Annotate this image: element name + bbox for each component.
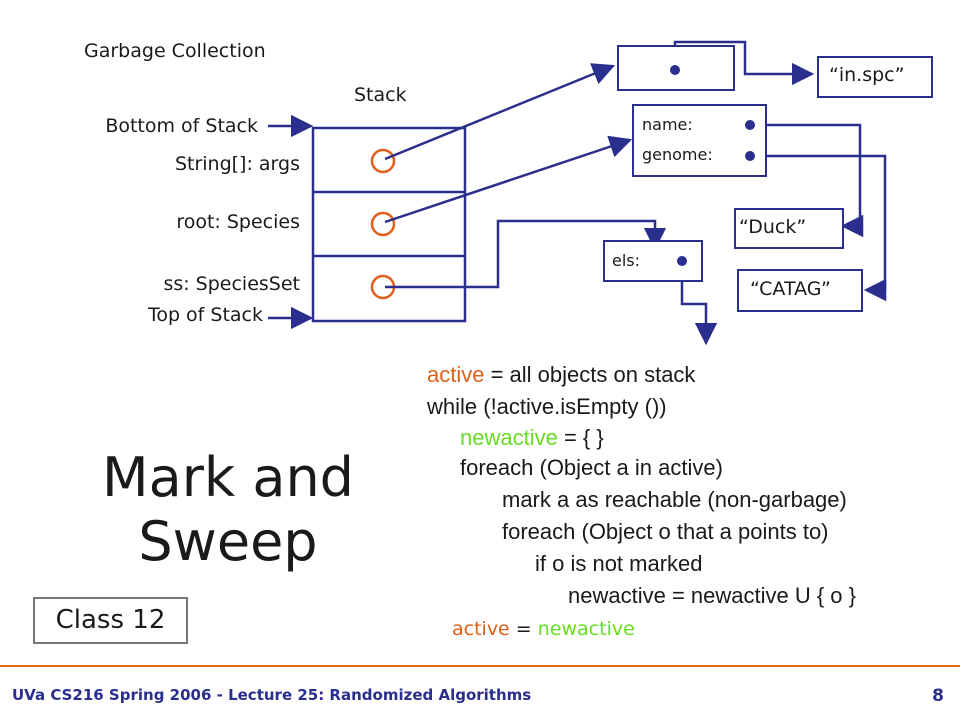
species-name-dot (745, 120, 755, 130)
code-line-1: active = all objects on stack (427, 362, 695, 388)
string-catag (737, 269, 863, 312)
code-line-7: if o is not marked (535, 551, 703, 576)
page-number: 8 (932, 686, 944, 706)
stack-frame (311, 126, 467, 323)
footer-text: UVa CS216 Spring 2006 - Lecture 25: Rand… (12, 686, 532, 704)
args-array-elem-dot (670, 65, 680, 75)
pointer-genome (750, 154, 887, 302)
bottom-of-stack-label: Bottom of Stack (105, 115, 258, 137)
pointer-name (750, 123, 864, 238)
code-line-6: foreach (Object o that a points to) (502, 519, 829, 544)
species-field-genome: genome: (642, 145, 713, 164)
stack-slot-root: root: Species (176, 211, 300, 233)
stack-slot-args: String[]: args (174, 153, 300, 175)
els-object (603, 240, 703, 282)
code-line-2: while (!active.isEmpty ()) (427, 394, 667, 419)
slide-heading: Garbage Collection (84, 40, 266, 62)
string-catag-text: “CATAG” (750, 278, 831, 300)
els-label: els: (612, 251, 641, 270)
species-field-name: name: (642, 115, 693, 134)
code-line-3: newactive = { } (460, 425, 604, 451)
code-line-3-rest: = { } (557, 425, 604, 450)
top-of-stack-label: Top of Stack (147, 304, 263, 326)
stack-slot-ss: ss: SpeciesSet (163, 273, 300, 295)
slide-title: Mark and Sweep (60, 446, 396, 574)
species-genome-dot (745, 151, 755, 161)
species-object (632, 104, 767, 177)
code-line-1-rest: = all objects on stack (484, 362, 696, 387)
class-label: Class 12 (55, 605, 166, 635)
stack-title: Stack (354, 84, 407, 106)
code-line-8: newactive = newactive U { o } (568, 583, 856, 608)
slide-title-line-1: Mark and (102, 446, 354, 509)
string-duck (734, 208, 844, 249)
class-label-box: Class 12 (33, 597, 188, 644)
code-line-9: active = newactive (452, 618, 635, 640)
els-dot (677, 256, 687, 266)
pointer-args (384, 63, 616, 161)
slide-title-line-2: Sweep (138, 510, 318, 573)
pointer-els (680, 261, 718, 346)
code-active-kw: active (427, 362, 485, 387)
code-active-kw-2: active (452, 618, 510, 640)
string-duck-text: “Duck” (739, 216, 807, 238)
pointer-root (384, 135, 633, 224)
code-line-9-mid: = (509, 618, 538, 640)
code-line-4: foreach (Object a in active) (460, 455, 723, 480)
root-marker-args (370, 148, 396, 174)
string-in-spc (817, 56, 933, 98)
code-newactive-kw-2: newactive (537, 618, 635, 640)
pointer-ss (385, 219, 667, 289)
string-in-spc-text: “in.spc” (829, 64, 905, 86)
code-line-5: mark a as reachable (non-garbage) (502, 487, 847, 512)
root-marker-root (370, 211, 396, 237)
code-newactive-kw: newactive (460, 425, 558, 450)
